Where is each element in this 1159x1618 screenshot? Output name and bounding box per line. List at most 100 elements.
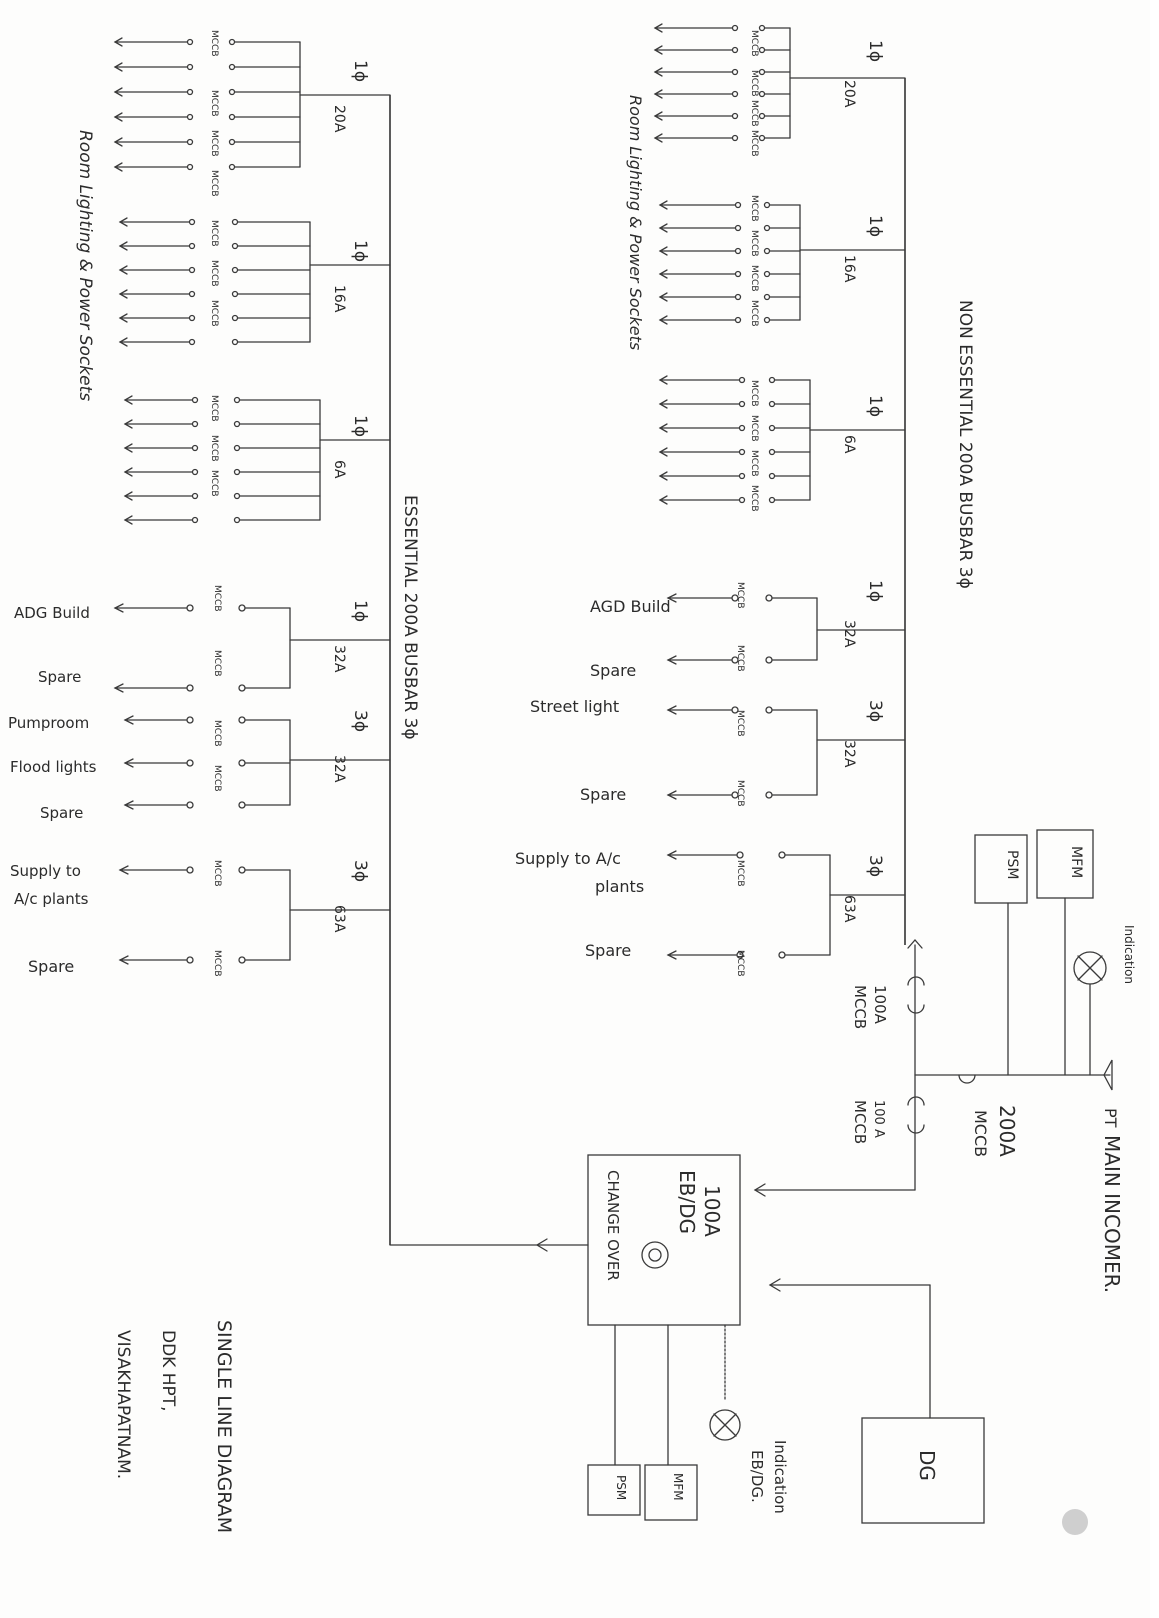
diagram-subtitle-2: VISAKHAPATNAM. [113, 1330, 133, 1479]
arrow-icon [123, 715, 134, 725]
arrow-icon [123, 515, 133, 525]
mfm-label-bottom: MFM [671, 1473, 685, 1501]
terminal-icon [731, 46, 739, 54]
e-mccb-tag: MCCB [209, 220, 219, 247]
e-group-phase: 3ϕ [350, 860, 370, 882]
terminal-icon [186, 684, 194, 692]
arrow-icon [658, 246, 668, 256]
ne-out-mccb-tag: MCCB [735, 860, 745, 887]
e-ac-label: Supply to [10, 862, 81, 880]
changeover-text: CHANGE OVER [604, 1170, 622, 1281]
arrow-icon [658, 223, 668, 233]
e-lighting-label: Room Lighting & Power Sockets [75, 130, 95, 401]
ne-group-phase: 1ϕ [865, 215, 885, 237]
terminal-icon [238, 866, 246, 874]
ne-group-phase: 1ϕ [865, 40, 885, 62]
arrow-icon [123, 443, 133, 453]
changeover-name: EB/DG [675, 1170, 699, 1234]
terminal-icon [191, 420, 199, 428]
arrow-icon [658, 375, 668, 385]
terminal-icon [763, 270, 771, 278]
arrow-icon [123, 800, 134, 810]
terminal-icon [231, 338, 239, 346]
arrow-icon [658, 447, 668, 457]
terminal-icon [238, 759, 246, 767]
psm-label-bottom: PSM [614, 1475, 628, 1500]
mccb-100a-2-rating: 100 A [871, 1100, 886, 1138]
ne-group-rating: 16A [841, 255, 857, 283]
terminal-icon [758, 90, 766, 98]
arrow-icon [653, 133, 663, 143]
terminal-icon [186, 866, 194, 874]
terminal-icon [758, 46, 766, 54]
terminal-icon [731, 68, 739, 76]
terminal-icon [778, 951, 786, 959]
arrow-icon [653, 45, 663, 55]
terminal-icon [238, 684, 246, 692]
terminal-icon [763, 201, 771, 209]
arrow-icon [118, 955, 129, 965]
terminal-icon [186, 956, 194, 964]
e-out-mccb-tag: MCCB [212, 585, 222, 612]
mccb-100a-1-type: MCCB [851, 985, 869, 1029]
arrow-icon [118, 217, 128, 227]
arrow-icon [118, 313, 128, 323]
mccb-100a-2-symbol [907, 1096, 925, 1134]
ne-mccb-tag: MCCB [749, 70, 759, 97]
ne-out-mccb-tag: MCCB [735, 780, 745, 807]
arrow-icon [118, 865, 129, 875]
ne-spare2-label: Spare [580, 785, 626, 804]
arrow-icon [653, 67, 663, 77]
arrow-icon [658, 399, 668, 409]
ne-mccb-tag: MCCB [749, 195, 759, 222]
terminal-icon [186, 604, 194, 612]
e-agd-label: ADG Build [14, 604, 90, 622]
ne-mccb-tag: MCCB [749, 485, 759, 512]
e-group-rating: 63A [331, 905, 347, 933]
terminal-icon [188, 266, 196, 274]
pt-arrow-icon [1103, 1059, 1113, 1091]
e-spare2-label: Spare [40, 804, 83, 822]
arrow-icon [113, 112, 123, 122]
arrow-icon [113, 37, 123, 47]
arrow-icon [123, 467, 133, 477]
ne-mccb-tag: MCCB [749, 380, 759, 407]
arrow-icon [123, 419, 133, 429]
mfm-label-top: MFM [1068, 846, 1084, 878]
arrow-icon [658, 269, 668, 279]
e-mccb-tag: MCCB [209, 435, 219, 462]
mccb-100a-2-type: MCCB [851, 1100, 869, 1144]
arrow-icon [123, 758, 134, 768]
terminal-icon [778, 851, 786, 859]
pt-label: PT [1101, 1108, 1120, 1128]
terminal-icon [734, 224, 742, 232]
e-group-rating: 32A [331, 645, 347, 673]
main-incomer-label: MAIN INCOMER. [1100, 1135, 1124, 1293]
arrow-icon [118, 337, 128, 347]
terminal-icon [763, 247, 771, 255]
psm-label-top: PSM [1004, 850, 1020, 879]
terminal-icon [738, 472, 746, 480]
e-spare3-label: Spare [28, 957, 74, 976]
terminal-icon [231, 218, 239, 226]
arrow-icon [666, 790, 677, 800]
arrow-icon [658, 200, 668, 210]
terminal-icon [738, 400, 746, 408]
changeover-box [587, 1154, 741, 1326]
arrow-icon [653, 89, 663, 99]
arrow-icon [118, 241, 128, 251]
terminal-icon [186, 759, 194, 767]
e-flood-label: Flood lights [10, 758, 97, 776]
terminal-icon [736, 851, 744, 859]
ne-mccb-tag: MCCB [749, 300, 759, 327]
dg-label: DG [915, 1450, 939, 1481]
non-essential-bus-label: NON ESSENTIAL 200A BUSBAR 3ϕ [955, 300, 975, 589]
e-mccb-tag: MCCB [209, 170, 219, 197]
mfm-box-bottom [644, 1464, 698, 1521]
e-group-rating: 16A [331, 285, 347, 313]
arrow-icon [123, 395, 133, 405]
arrow-icon [113, 87, 123, 97]
terminal-icon [758, 112, 766, 120]
arrow-icon [653, 23, 663, 33]
